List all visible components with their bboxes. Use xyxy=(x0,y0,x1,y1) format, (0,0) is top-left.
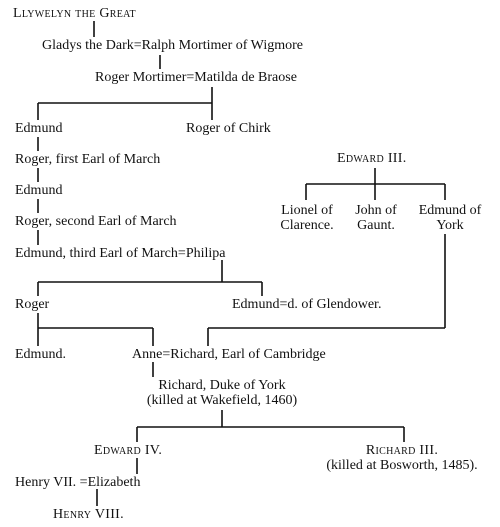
matilda-label: Matilda de Braose xyxy=(194,70,297,85)
marriage-sign: = xyxy=(162,347,171,362)
edmund-glendower-marriage: Edmund=d. of Glendower. xyxy=(232,297,381,312)
daughter-glendower-label: d. of Glendower. xyxy=(287,297,382,312)
richard-cambridge-label: Richard, Earl of Cambridge xyxy=(170,347,326,362)
edmund-york-line-2: York xyxy=(436,218,464,233)
gladys-ralph-marriage: Gladys the Dark=Ralph Mortimer of Wigmor… xyxy=(42,38,303,53)
edmund-2-label: Edmund xyxy=(15,183,63,198)
henry-vii-elizabeth-marriage: Henry VII. =Elizabeth xyxy=(15,475,140,490)
marriage-sign: = xyxy=(279,297,288,312)
roger-mortimer-label: Roger Mortimer xyxy=(95,70,187,85)
elizabeth-label: Elizabeth xyxy=(87,475,141,490)
john-line-1: John of xyxy=(355,203,397,218)
edmund-third-earl-label: Edmund, third Earl of March xyxy=(15,246,178,261)
ralph-label: Ralph Mortimer of Wigmore xyxy=(141,38,303,53)
marriage-sign: = xyxy=(177,246,186,261)
lionel-line-1: Lionel of xyxy=(281,203,333,218)
edward-iii-label: Edward III. xyxy=(337,151,407,166)
philipa-label: Philipa xyxy=(185,246,226,261)
henry-vii-label: Henry VII. xyxy=(15,475,77,490)
edmund-york-label: Edmund of York xyxy=(410,203,490,233)
john-line-2: Gaunt. xyxy=(357,218,395,233)
roger-first-earl-label: Roger, first Earl of March xyxy=(15,152,161,167)
richard-york-note: (killed at Wakefield, 1460) xyxy=(146,393,298,408)
richard-york-label: Richard, Duke of York (killed at Wakefie… xyxy=(122,378,322,408)
marriage-sign: = xyxy=(186,70,195,85)
edmund-york-line-1: Edmund of xyxy=(418,203,482,218)
edward-iv-label: Edward IV. xyxy=(94,443,163,458)
edmund-glendower-label: Edmund xyxy=(232,297,280,312)
richard-york-name: Richard, Duke of York xyxy=(158,378,286,393)
gladys-label: Gladys the Dark xyxy=(42,38,134,53)
anne-label: Anne xyxy=(132,347,163,362)
anne-richard-marriage: Anne=Richard, Earl of Cambridge xyxy=(132,347,326,362)
edmund-1-label: Edmund xyxy=(15,121,63,136)
lionel-label: Lionel of Clarence. xyxy=(272,203,342,233)
richard-iii-name: Richard III. xyxy=(365,443,439,458)
richard-iii-label: Richard III. (killed at Bosworth, 1485). xyxy=(307,443,497,473)
roger-chirk-label: Roger of Chirk xyxy=(186,121,271,136)
marriage-sign: = xyxy=(133,38,142,53)
lionel-line-2: Clarence. xyxy=(280,218,334,233)
henry-viii-label: Henry VIII. xyxy=(53,507,124,522)
john-label: John of Gaunt. xyxy=(347,203,405,233)
marriage-sign: = xyxy=(79,475,88,490)
roger-3-label: Roger xyxy=(15,297,50,312)
llywelyn-label: Llywelyn the Great xyxy=(13,6,136,21)
edmund-philipa-marriage: Edmund, third Earl of March=Philipa xyxy=(15,246,225,261)
roger-second-earl-label: Roger, second Earl of March xyxy=(15,214,177,229)
roger-matilda-marriage: Roger Mortimer=Matilda de Braose xyxy=(95,70,297,85)
edmund-3-label: Edmund. xyxy=(15,347,66,362)
richard-iii-note: (killed at Bosworth, 1485). xyxy=(326,458,478,473)
